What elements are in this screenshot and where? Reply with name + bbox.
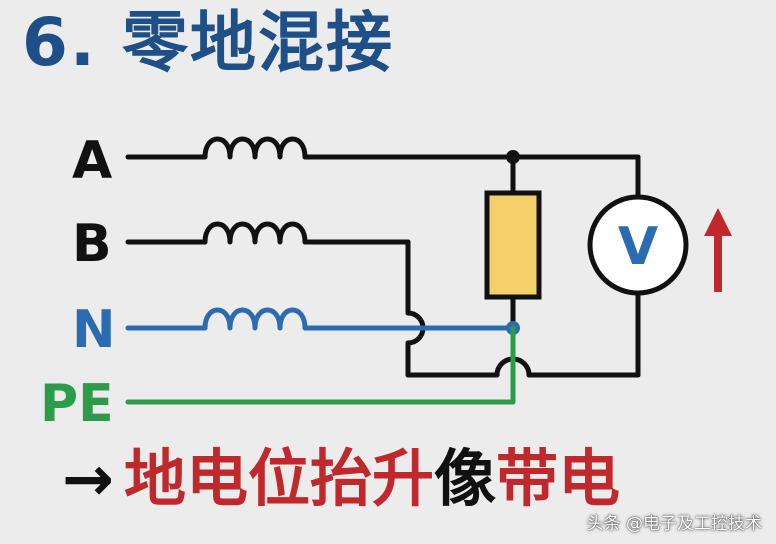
neutral-label: N [72, 300, 116, 360]
resistor [484, 190, 542, 300]
voltage-rise-arrow [704, 208, 732, 292]
caption-arrow: → [62, 442, 114, 515]
line-n [125, 307, 516, 331]
junction-a [506, 150, 520, 164]
watermark: 头条 @电子及工控技术 [586, 514, 762, 534]
line-a-coil [202, 136, 308, 160]
protective-earth-label: PE [40, 374, 114, 434]
caption-ground-rise: 地电位抬升 [123, 442, 434, 515]
voltmeter-label: V [618, 217, 658, 277]
caption-like: 像 [433, 442, 496, 515]
phase-a-label: A [72, 131, 113, 191]
page-title: 6. 零地混接 [22, 4, 394, 81]
line-n-coil [202, 307, 308, 331]
phase-b-label: B [72, 214, 112, 274]
line-b-coil [202, 221, 308, 245]
line-a [125, 136, 641, 203]
voltmeter [587, 194, 689, 296]
line-pe [125, 325, 516, 405]
bottom-caption: →地电位抬升像带电 [62, 448, 620, 510]
caption-live: 带电 [495, 442, 620, 515]
line-b [125, 221, 641, 378]
